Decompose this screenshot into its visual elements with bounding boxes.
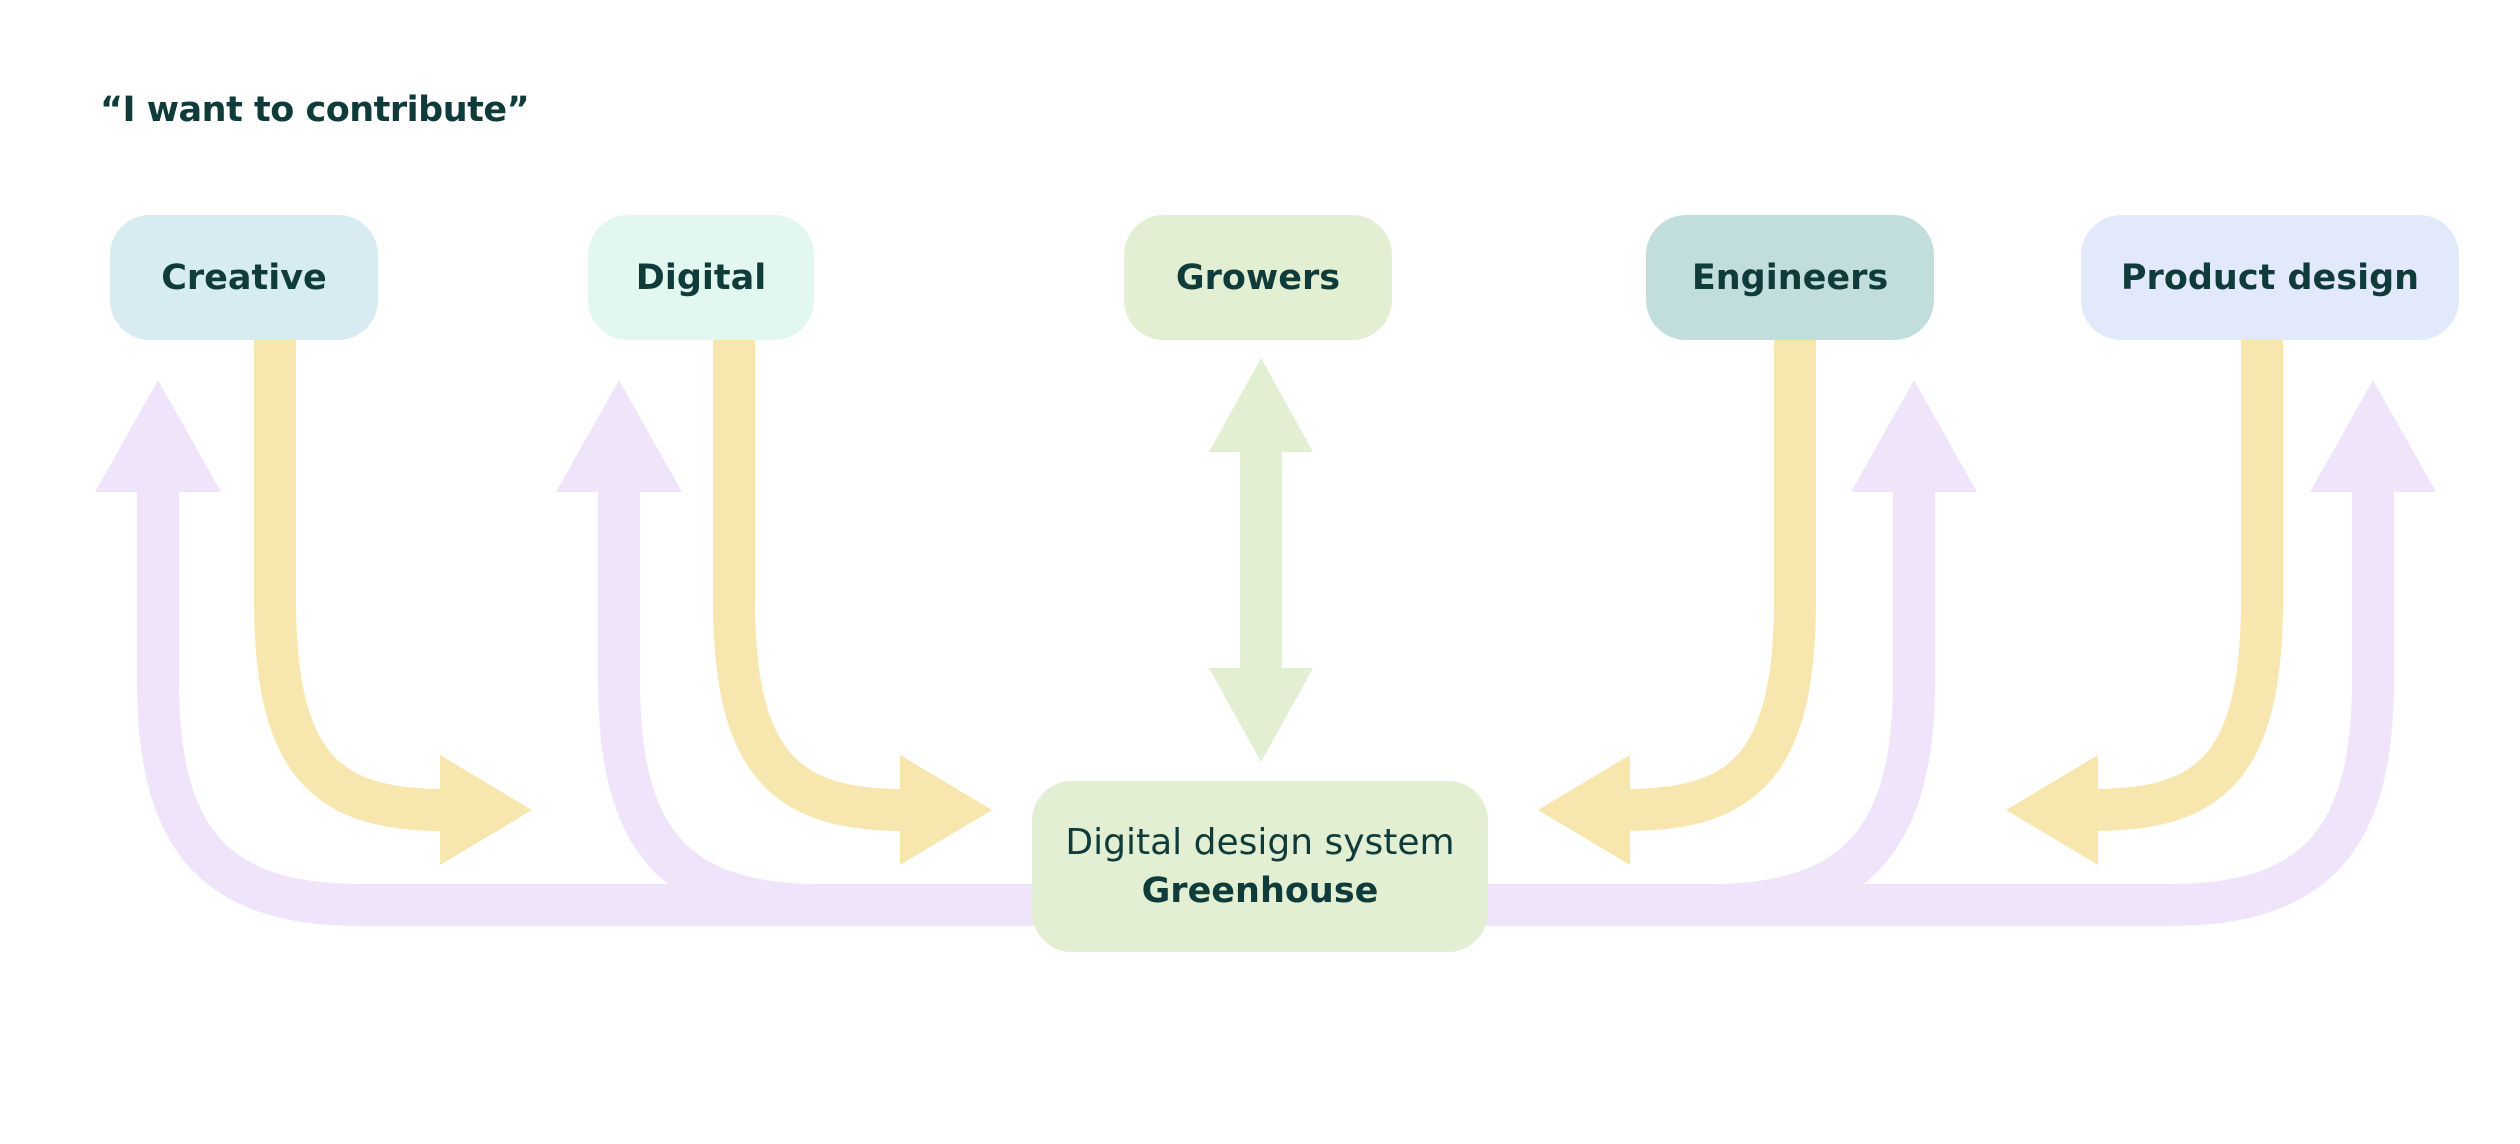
arrow-product-design-to-greenhouse (2092, 335, 2283, 831)
arrowhead-product-design-left (2006, 755, 2098, 865)
two-way-arrowhead-up (1209, 358, 1313, 452)
node-product-design: Product design (2081, 215, 2459, 340)
growers-two-way-arrow (1209, 358, 1313, 762)
node-creative-label: Creative (161, 257, 327, 298)
arrowhead-digital-right (900, 755, 992, 865)
arrow-greenhouse-to-product-design (1480, 490, 2394, 926)
center-node-line2: Greenhouse (1141, 870, 1379, 911)
arrowhead-digital-up (556, 380, 682, 492)
greenhouse-center-node: Digital design system Greenhouse (1032, 781, 1488, 952)
two-way-arrowhead-down (1209, 668, 1313, 762)
greenhouse-to-disciplines-arrows (95, 380, 2436, 926)
arrow-digital-to-greenhouse (713, 335, 906, 831)
arrowhead-creative-right (440, 755, 532, 865)
node-digital: Digital (588, 215, 814, 340)
diagram-title: “I want to contribute” (100, 90, 530, 130)
node-product-design-label: Product design (2120, 257, 2420, 298)
node-engineers-label: Engineers (1691, 257, 1889, 298)
arrowhead-product-design-up (2310, 380, 2436, 492)
arrow-engineers-to-greenhouse (1624, 335, 1816, 831)
arrow-greenhouse-to-creative (137, 490, 1040, 926)
arrow-greenhouse-to-engineers (1480, 490, 1935, 926)
node-growers-label: Growers (1175, 257, 1341, 298)
arrow-greenhouse-to-digital (598, 490, 1040, 926)
node-creative: Creative (110, 215, 378, 340)
node-engineers: Engineers (1646, 215, 1934, 340)
arrowhead-engineers-up (1851, 380, 1977, 492)
arrowhead-engineers-left (1538, 755, 1630, 865)
center-node-line1: Digital design system (1065, 821, 1455, 863)
disciplines-to-greenhouse-arrows (254, 335, 2283, 865)
arrow-creative-to-greenhouse (254, 335, 446, 831)
node-digital-label: Digital (635, 257, 767, 298)
two-way-arrow-shaft (1240, 445, 1282, 675)
node-growers: Growers (1124, 215, 1392, 340)
arrowhead-creative-up (95, 380, 221, 492)
